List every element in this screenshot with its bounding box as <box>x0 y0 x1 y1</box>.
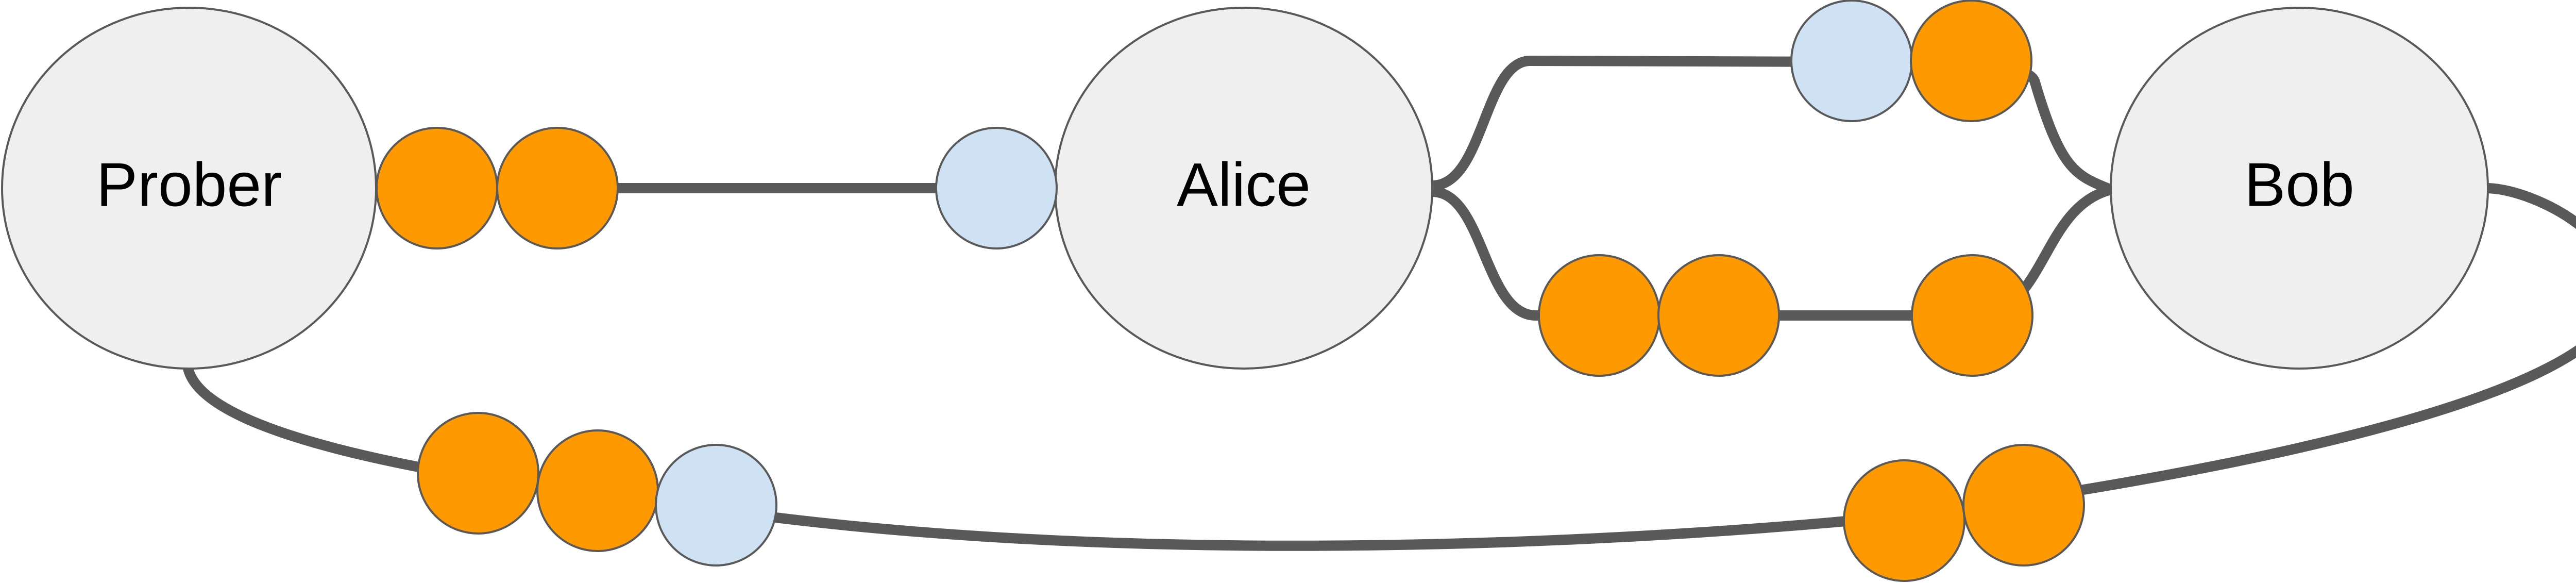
token-orange <box>536 429 659 552</box>
node-prober: Prober <box>1 7 377 370</box>
token-blue <box>935 127 1058 249</box>
token-orange <box>376 127 498 249</box>
token-orange <box>1843 459 1965 582</box>
token-orange <box>1657 254 1780 377</box>
node-alice: Alice <box>1054 7 1433 370</box>
node-shape <box>2110 7 2489 370</box>
token-blue <box>655 444 777 567</box>
token-orange <box>1910 0 2032 122</box>
token-orange <box>1911 254 2033 377</box>
token-blue <box>1790 0 1913 122</box>
token-orange <box>417 412 539 535</box>
node-label: Alice <box>1177 151 1311 220</box>
token-orange <box>496 127 619 249</box>
node-label: Prober <box>96 151 282 220</box>
node-bob: Bob <box>2110 7 2489 370</box>
tokens <box>376 0 2085 582</box>
node-label: Bob <box>2244 151 2354 220</box>
token-orange <box>1962 444 2085 567</box>
token-orange <box>1538 254 1660 377</box>
